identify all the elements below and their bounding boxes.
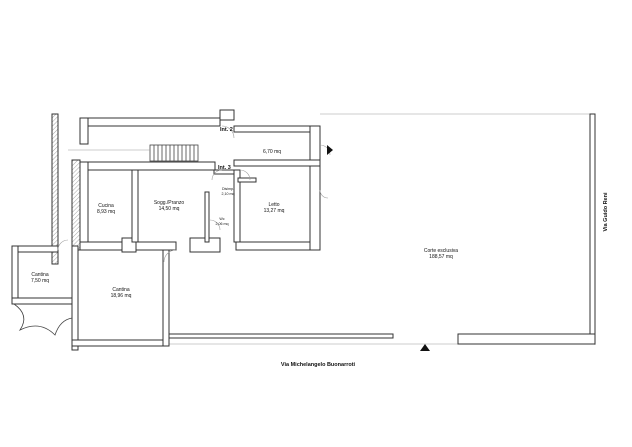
cantina-large-name: Cantina xyxy=(112,287,129,293)
soggiorno-name: Sogg./Pranzo xyxy=(154,200,185,206)
room-upper-area: 6,70 mq xyxy=(263,149,281,155)
entrance-arrow-bottom xyxy=(420,344,430,351)
street-right-label: Via Guido Reni xyxy=(603,192,609,231)
int-3-label: Int. 3 xyxy=(218,165,231,171)
letto-area: 13,27 mq xyxy=(264,208,285,214)
street-bottom-label: Via Michelangelo Buonarroti xyxy=(281,362,356,368)
building-walls xyxy=(79,109,321,253)
cucina-area: 8,93 mq xyxy=(97,209,115,215)
courtyard-boundary xyxy=(80,113,596,345)
cantina-small-area: 7,50 mq xyxy=(31,278,49,284)
entrance-markers xyxy=(327,145,430,351)
entrance-arrow-right xyxy=(327,145,333,155)
cantina-small-name: Cantina xyxy=(31,272,48,278)
wc-name: Wc xyxy=(219,217,224,221)
corte-name: Corte esclusiva xyxy=(424,248,458,254)
disimpegno-name: Disimp. xyxy=(222,187,234,191)
staircase xyxy=(68,144,199,162)
letto-name: Letto xyxy=(268,202,279,208)
left-walls xyxy=(11,113,170,351)
disimpegno-area: 2,10 mq xyxy=(222,192,235,196)
cantina-large-area: 18,96 mq xyxy=(111,293,132,299)
corte-area: 188,57 mq xyxy=(429,254,453,260)
int-2-label: Int. 2 xyxy=(220,127,233,133)
soggiorno-area: 14,50 mq xyxy=(159,206,180,212)
cucina-name: Cucina xyxy=(98,203,114,209)
wc-area: 2,06 mq xyxy=(216,222,229,226)
